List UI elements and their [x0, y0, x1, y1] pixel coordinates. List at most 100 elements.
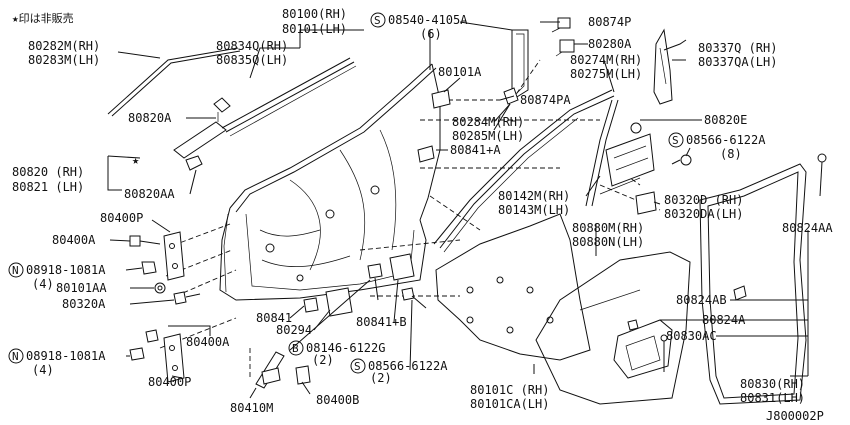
b-marker: B — [292, 342, 299, 355]
pad-80101a — [431, 89, 451, 109]
label-08146-qty: (2) — [312, 353, 334, 367]
clip-80874p — [551, 17, 571, 33]
label-08566b-qty: (2) — [370, 371, 392, 385]
label-80820a: 80820A — [128, 111, 172, 125]
marker-star-part: ★ — [132, 153, 139, 167]
label-80400p-top: 80400P — [100, 211, 143, 225]
label-80101c: 80101C (RH) — [470, 383, 549, 397]
pad-80320d — [635, 191, 657, 215]
label-80280a: 80280A — [588, 37, 632, 51]
label-80410m: 80410M — [230, 401, 273, 415]
label-80400p-bottom: 80400P — [148, 375, 191, 389]
clip-80824aa — [817, 153, 827, 163]
part-labels: 80282M(RH) 80283M(LH) 80100(RH) 80101(LH… — [12, 7, 833, 423]
circled-b-08146: B — [288, 340, 304, 356]
nut-08918-bottom — [129, 347, 145, 361]
pad-80841a — [417, 145, 435, 163]
diagram-code: J800002P — [766, 409, 824, 423]
label-80337q: 80337Q (RH) — [698, 41, 777, 55]
label-80285m: 80285M(LH) — [452, 129, 524, 143]
label-08918-bottom: 08918-1081A — [26, 349, 106, 363]
s-marker: S — [374, 14, 381, 27]
label-80143m: 80143M(LH) — [498, 203, 570, 217]
label-80834q: 80834Q(RH) — [216, 39, 288, 53]
label-80821: 80821 (LH) — [12, 180, 84, 194]
pad-80294 — [325, 287, 353, 317]
label-80830: 80830(RH) — [740, 377, 805, 391]
label-80284m: 80284M(RH) — [452, 115, 524, 129]
check-link-80410m — [255, 351, 285, 389]
label-80282m: 80282M(RH) — [28, 39, 100, 53]
label-80100: 80100(RH) — [282, 7, 347, 21]
grommet-80101aa — [154, 282, 166, 294]
screw-08566a-bottom — [401, 287, 427, 309]
weatherstrip-80830 — [699, 163, 807, 405]
bolt-80400a-left — [129, 235, 161, 247]
label-80841b: 80841+B — [356, 315, 407, 329]
label-80101ca: 80101CA(LH) — [470, 397, 549, 411]
label-80320a: 80320A — [62, 297, 106, 311]
label-80400a-right: 80400A — [186, 335, 230, 349]
n-marker: N — [12, 350, 19, 363]
circled-s-08566-top: S — [668, 132, 684, 148]
label-08540: 08540-4105A — [388, 13, 468, 27]
label-80294: 80294 — [276, 323, 312, 337]
hinge-80400p-top — [163, 231, 185, 281]
assembly-lines — [159, 59, 661, 380]
nut-08918-top — [141, 261, 157, 275]
label-80820e: 80820E — [704, 113, 747, 127]
screw-80830ac — [660, 334, 668, 372]
label-80101: 80101(LH) — [282, 22, 347, 36]
label-80824aa: 80824AA — [782, 221, 833, 235]
label-80841: 80841 — [256, 311, 292, 325]
weatherstrip-80834q — [221, 57, 357, 137]
label-80874p: 80874P — [588, 15, 631, 29]
label-80101a: 80101A — [438, 65, 482, 79]
clip-80820aa — [185, 155, 203, 171]
label-80400a-left: 80400A — [52, 233, 96, 247]
pad-80841 — [303, 297, 319, 313]
label-80824a: 80824A — [702, 313, 746, 327]
label-08918-bottom-qty: (4) — [32, 363, 54, 377]
bolt-80400a-right — [145, 329, 159, 343]
pad-80841b — [389, 253, 415, 281]
label-08918-top-qty: (4) — [32, 277, 54, 291]
clip-80824ab — [733, 285, 747, 301]
regulator-80142m — [585, 99, 655, 207]
clip-80280a — [555, 39, 575, 57]
label-80142m: 80142M(RH) — [498, 189, 570, 203]
circled-s-08540: S — [370, 12, 386, 28]
s-marker: S — [354, 360, 361, 373]
label-08540-qty: (6) — [420, 27, 442, 41]
circled-n-08918-bottom: N — [8, 348, 24, 364]
screw-08566a-top — [671, 154, 692, 166]
label-80880n: 80880N(LH) — [572, 235, 644, 249]
legend-note: ★印は非販売 — [12, 12, 74, 25]
bolt-80400b — [295, 365, 311, 385]
label-80274m: 80274M(RH) — [570, 53, 642, 67]
marker-star-legend: ★印は非販売 — [12, 12, 74, 25]
label-80880m: 80880M(RH) — [572, 221, 644, 235]
label-80835q: 80835Q(LH) — [216, 53, 288, 67]
label-80400b: 80400B — [316, 393, 359, 407]
label-80320d: 80320D (RH) — [664, 193, 743, 207]
label-80283m: 80283M(LH) — [28, 53, 100, 67]
label-08918-top: 08918-1081A — [26, 263, 106, 277]
label-80820aa: 80820AA — [124, 187, 175, 201]
clip-80824a — [627, 319, 639, 331]
pillar-80337q — [653, 28, 673, 105]
label-80874pa: 80874PA — [520, 93, 571, 107]
label-80824ab: 80824AB — [676, 293, 727, 307]
bolt-80820e — [630, 122, 642, 134]
label-08146: 08146-6122G — [306, 341, 385, 355]
label-80320da: 80320DA(LH) — [664, 207, 743, 221]
label-80830ac: 80830AC — [666, 329, 717, 343]
label-80275m: 80275M(LH) — [570, 67, 642, 81]
label-08566a: 08566-6122A — [686, 133, 766, 147]
bolt-80320a — [173, 291, 201, 305]
watershield-80101c — [435, 213, 591, 361]
circled-s-08566-bottom: S — [350, 358, 366, 374]
n-marker: N — [12, 264, 19, 277]
s-marker: S — [672, 134, 679, 147]
